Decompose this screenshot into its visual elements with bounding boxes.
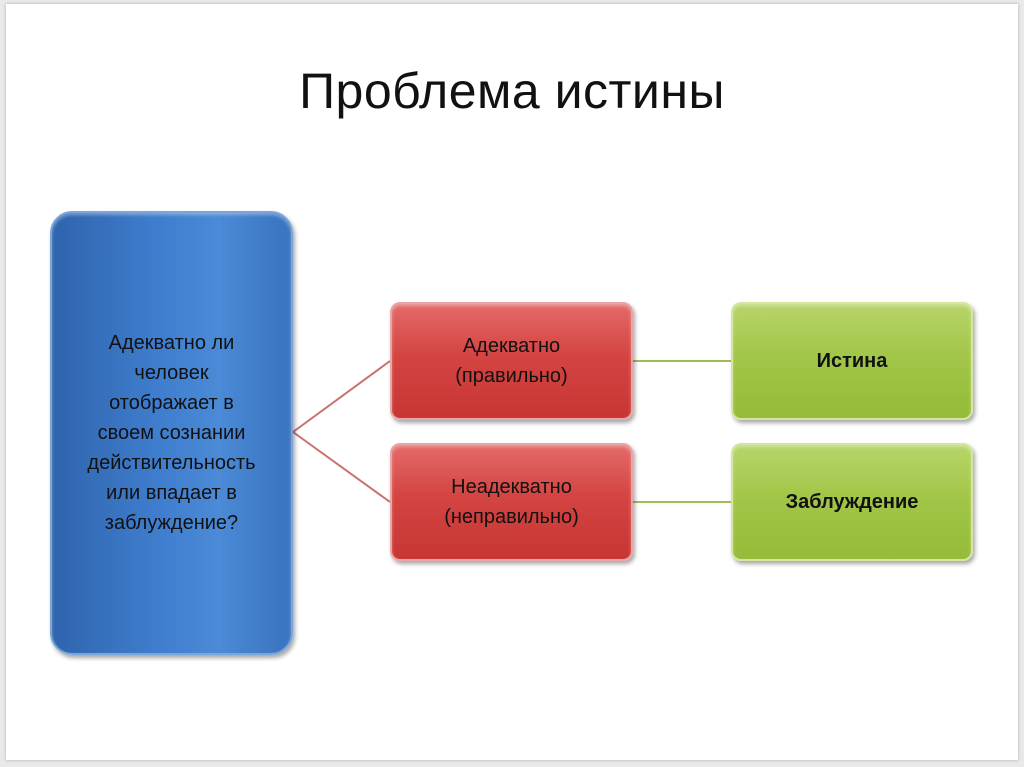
connector-question-to-adequate	[292, 360, 391, 433]
branch-box-inadequate: Неадекватно (неправильно)	[390, 443, 633, 561]
connector-question-to-inadequate	[292, 431, 391, 503]
branch-label-adequate: Адекватно (правильно)	[455, 335, 568, 387]
result-label-error: Заблуждение	[785, 490, 919, 513]
branch-label-inadequate: Неадекватно (неправильно)	[444, 476, 579, 528]
result-label-truth: Истина	[816, 349, 888, 372]
result-box-truth: Истина	[731, 302, 973, 420]
result-box-error: Заблуждение	[731, 443, 973, 561]
branch-box-adequate: Адекватно (правильно)	[390, 302, 633, 420]
question-box: Адекватно ли человек отображает в своем …	[50, 211, 293, 655]
slide-title: Проблема истины	[299, 63, 725, 119]
question-text: Адекватно ли человек отображает в своем …	[87, 332, 256, 534]
